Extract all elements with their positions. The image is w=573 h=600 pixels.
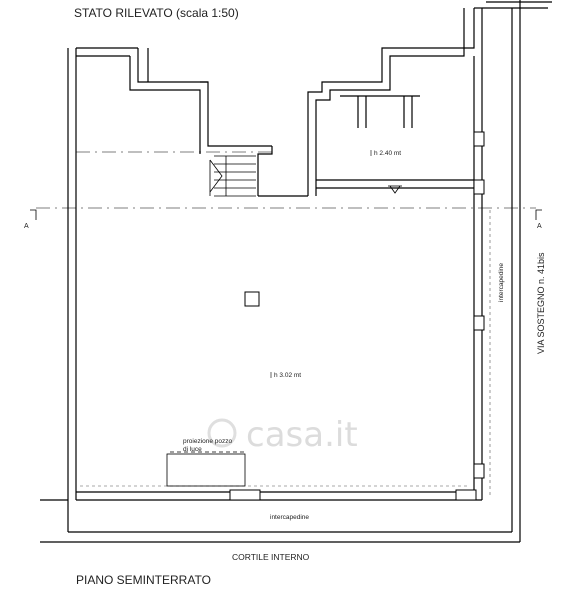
section-marker-right: A bbox=[535, 209, 542, 230]
upper-room-height: h 2.40 mt bbox=[374, 150, 401, 157]
lightwell-projection bbox=[166, 451, 246, 487]
structural-column bbox=[244, 291, 260, 307]
lightwell-label-line2: di luce bbox=[183, 446, 202, 453]
staircase bbox=[209, 155, 256, 197]
street-label: VIA SOSTEGNO n. 41bis bbox=[536, 252, 546, 354]
section-letter-left: A bbox=[24, 223, 29, 230]
floor-label: PIANO SEMINTERRATO bbox=[76, 573, 211, 587]
building-walls bbox=[40, 0, 552, 543]
projection-lines bbox=[36, 151, 536, 209]
bottom-wall-openings bbox=[229, 489, 477, 501]
courtyard-label: CORTILE INTERNO bbox=[232, 552, 310, 562]
section-letter-right: A bbox=[537, 223, 542, 230]
main-room-height: h 3.02 mt bbox=[274, 372, 301, 379]
watermark-text: casa.it bbox=[246, 415, 358, 455]
intercapedine-right-label: intercapedine bbox=[498, 263, 505, 302]
section-marker-left: A bbox=[24, 209, 37, 230]
level-marker-icon bbox=[388, 185, 402, 194]
right-wall-openings bbox=[473, 131, 485, 479]
watermark-logo-icon bbox=[207, 418, 237, 448]
intercapedine-bottom-label: intercapedine bbox=[270, 514, 309, 521]
watermark: casa.it bbox=[207, 415, 358, 455]
intercapedine-lines bbox=[80, 210, 491, 496]
lightwell-label-line1: proiezione pozzo bbox=[183, 438, 233, 445]
drawing-title: STATO RILEVATO (scala 1:50) bbox=[74, 6, 239, 20]
upper-room-partitions bbox=[340, 95, 420, 128]
